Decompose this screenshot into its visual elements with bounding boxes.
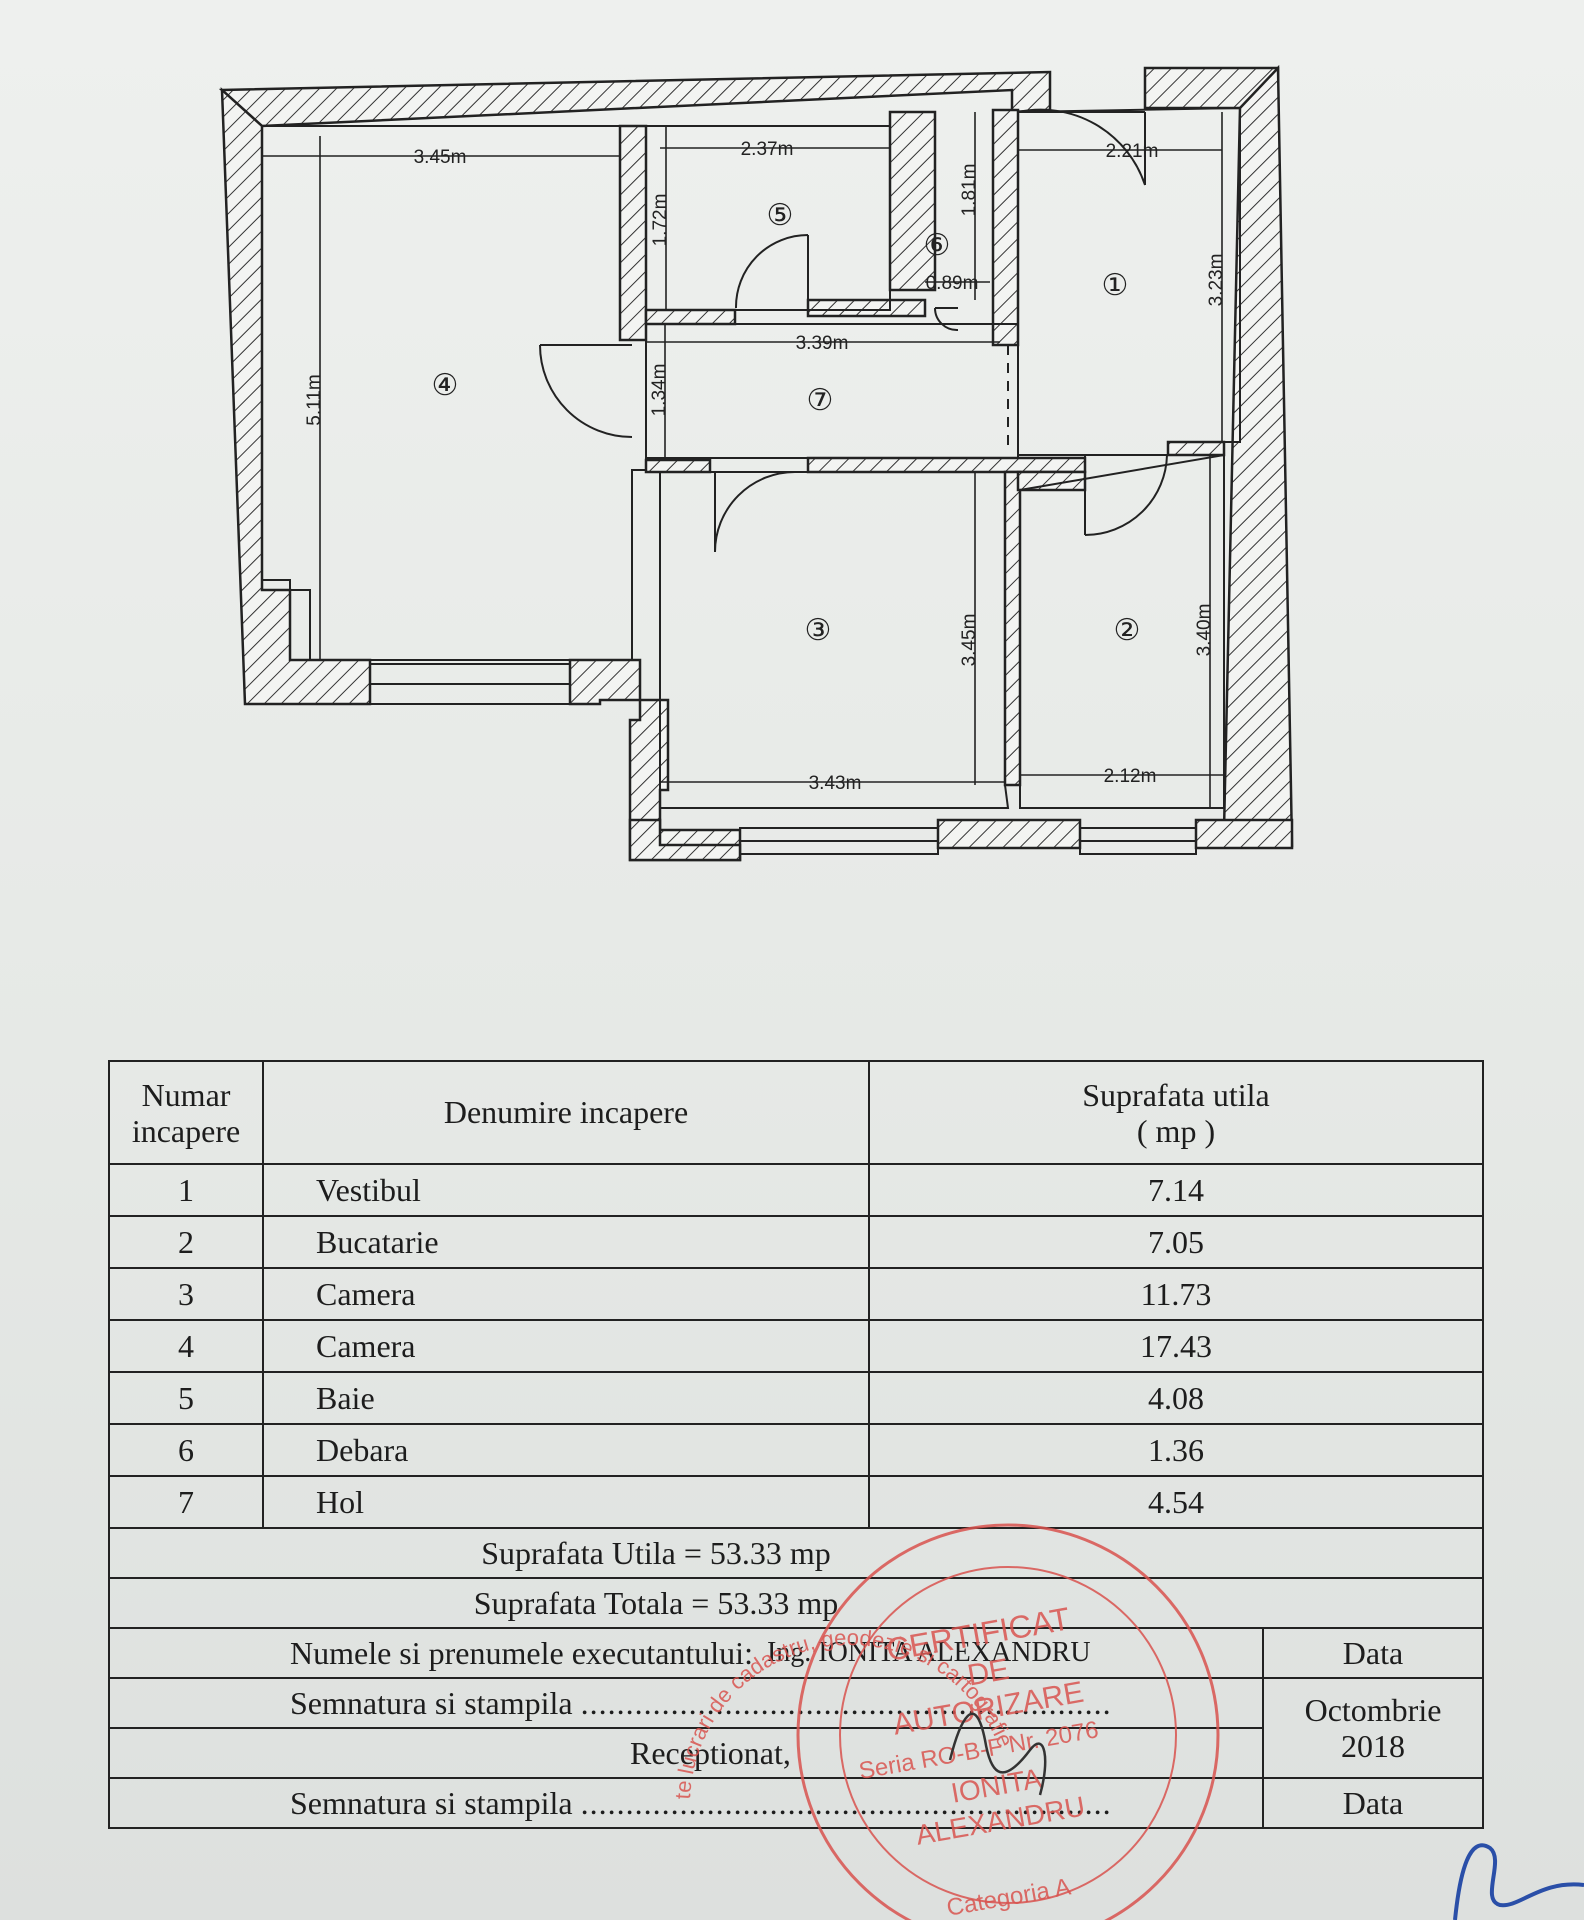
row-2-nr: 2 bbox=[108, 1215, 264, 1269]
walls bbox=[218, 64, 1294, 862]
dim-r6-height: 1.81m bbox=[959, 164, 980, 217]
semnatura-label-2: Semnatura si stampila bbox=[290, 1784, 573, 1821]
room-3-number: ③ bbox=[805, 613, 832, 648]
executant-row: Numele si prenumele executantului: Ing. … bbox=[108, 1627, 1264, 1679]
row-7-area: 4.54 bbox=[868, 1475, 1484, 1529]
row-4-nr: 4 bbox=[108, 1319, 264, 1373]
room-6-number: ⑥ bbox=[924, 228, 951, 263]
semnatura-row-1: Semnatura si stampila ..................… bbox=[108, 1677, 1264, 1729]
semnatura-row-2: Semnatura si stampila ..................… bbox=[108, 1777, 1264, 1829]
room-2-number: ② bbox=[1114, 613, 1141, 648]
header-denumire: Denumire incapere bbox=[262, 1060, 870, 1165]
receptionat-label: Receptionat, bbox=[630, 1734, 791, 1771]
header-suprafata-unit: ( mp ) bbox=[1136, 1112, 1216, 1149]
room-5-number: ⑤ bbox=[767, 198, 794, 233]
dim-r1-width: 2.21m bbox=[1106, 141, 1159, 162]
row-4-area: 17.43 bbox=[868, 1319, 1484, 1373]
room-4-number: ④ bbox=[432, 368, 459, 403]
header-suprafata: Suprafata utila ( mp ) bbox=[868, 1060, 1484, 1165]
row-1-area: 7.14 bbox=[868, 1163, 1484, 1217]
row-4-name: Camera bbox=[262, 1319, 870, 1373]
row-2-name: Bucatarie bbox=[262, 1215, 870, 1269]
data-value-month: Octombrie bbox=[1304, 1692, 1442, 1728]
floor-plan: 3.45m 5.11m 2.37m 1.72m 1.81m 0.89m 2.21… bbox=[218, 64, 1294, 862]
row-5-name: Baie bbox=[262, 1371, 870, 1425]
dim-hall-width: 3.39m bbox=[796, 333, 849, 354]
row-6-area: 1.36 bbox=[868, 1423, 1484, 1477]
data-label-2: Data bbox=[1262, 1777, 1484, 1829]
dim-hall-height: 1.34m bbox=[649, 364, 670, 417]
dim-r6-width: 0.89m bbox=[926, 273, 979, 294]
data-label-1: Data bbox=[1262, 1627, 1484, 1679]
header-numar-line1: Numar bbox=[141, 1076, 231, 1113]
dim-r2-height: 3.40m bbox=[1194, 604, 1215, 657]
rooms-table: Numar incapere Denumire incapere Suprafa… bbox=[108, 1060, 1484, 1878]
dim-r2-width: 2.12m bbox=[1104, 766, 1157, 787]
dim-r1-height: 3.23m bbox=[1206, 254, 1227, 307]
signature-dots-2: ........................................… bbox=[580, 1784, 1112, 1821]
row-6-nr: 6 bbox=[108, 1423, 264, 1477]
data-value-cell: Octombrie 2018 bbox=[1262, 1677, 1484, 1779]
executant-name: Ing. IONITA ALEXANDRU bbox=[766, 1637, 1091, 1668]
header-numar: Numar incapere bbox=[108, 1060, 264, 1165]
room-1-number: ① bbox=[1102, 268, 1129, 303]
row-7-nr: 7 bbox=[108, 1475, 264, 1529]
dim-r5-width: 2.37m bbox=[741, 139, 794, 160]
row-5-area: 4.08 bbox=[868, 1371, 1484, 1425]
suprafata-utila: Suprafata Utila = 53.33 mp bbox=[108, 1527, 1484, 1579]
suprafata-totala: Suprafata Totala = 53.33 mp bbox=[108, 1577, 1484, 1629]
row-3-area: 11.73 bbox=[868, 1267, 1484, 1321]
dim-r4-height: 5.11m bbox=[304, 374, 325, 425]
row-3-name: Camera bbox=[262, 1267, 870, 1321]
row-2-area: 7.05 bbox=[868, 1215, 1484, 1269]
row-1-name: Vestibul bbox=[262, 1163, 870, 1217]
header-numar-line2: incapere bbox=[131, 1112, 241, 1149]
header-suprafata-line1: Suprafata utila bbox=[1082, 1076, 1270, 1113]
dim-r3-height: 3.45m bbox=[959, 614, 980, 667]
row-7-name: Hol bbox=[262, 1475, 870, 1529]
row-1-nr: 1 bbox=[108, 1163, 264, 1217]
signature-dots-1: ........................................… bbox=[580, 1684, 1112, 1721]
executant-label: Numele si prenumele executantului: bbox=[290, 1634, 753, 1671]
dim-r5-height: 1.72m bbox=[650, 194, 671, 247]
row-3-nr: 3 bbox=[108, 1267, 264, 1321]
dim-r4-width: 3.45m bbox=[414, 147, 467, 168]
data-value-year: 2018 bbox=[1341, 1728, 1405, 1764]
row-6-name: Debara bbox=[262, 1423, 870, 1477]
room-7-number: ⑦ bbox=[807, 383, 834, 418]
semnatura-label-1: Semnatura si stampila bbox=[290, 1684, 573, 1721]
receptionat-row: Receptionat, bbox=[108, 1727, 1264, 1779]
row-5-nr: 5 bbox=[108, 1371, 264, 1425]
dim-r3-width: 3.43m bbox=[809, 773, 862, 794]
